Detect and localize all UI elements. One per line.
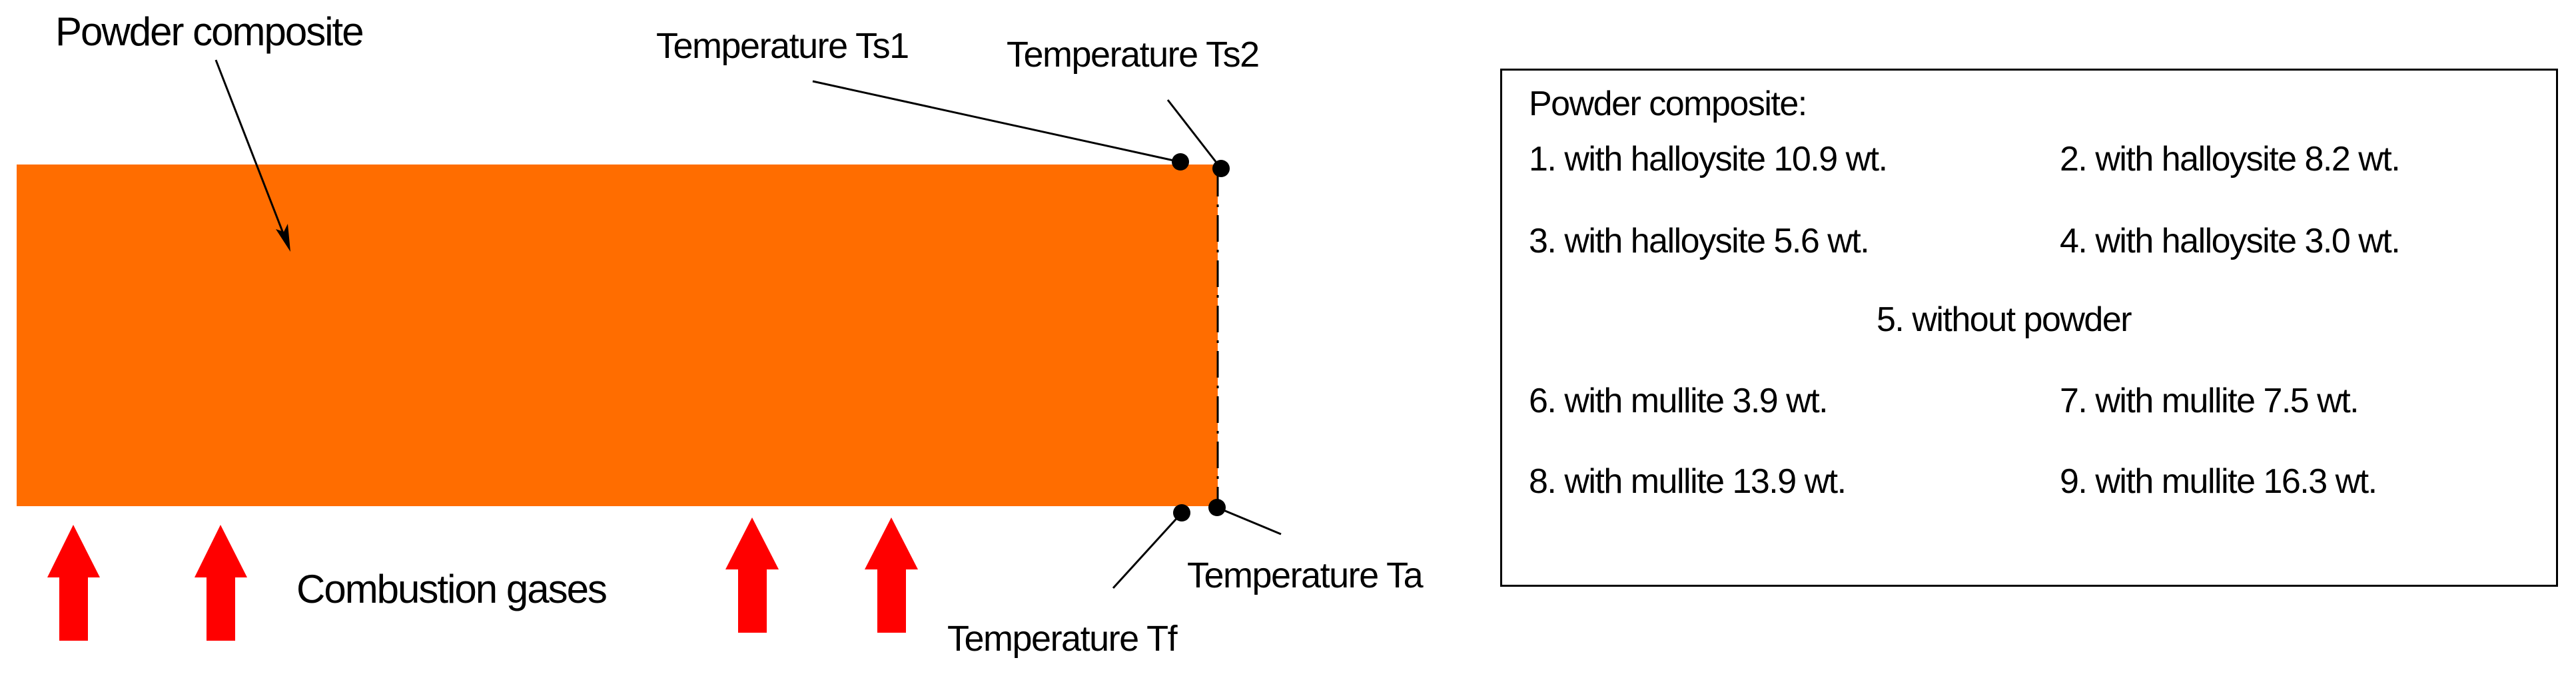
ts2-leader <box>1166 99 1222 169</box>
gas-arrow-up-icon <box>47 525 100 641</box>
legend-item: 3. with halloysite 5.6 wt. <box>1529 222 1870 260</box>
combustion-gases-label: Combustion gases <box>296 567 608 611</box>
temperature-ta-label: Temperature Ta <box>1187 555 1424 595</box>
temperature-tf-label: Temperature Tf <box>947 619 1178 659</box>
legend-item: 8. with mullite 13.9 wt. <box>1529 462 1847 501</box>
legend-item: 1. with halloysite 10.9 wt. <box>1529 140 1888 178</box>
tf-leader <box>1112 511 1183 589</box>
sensor-dot-tf <box>1173 504 1190 521</box>
legend-item: 6. with mullite 3.9 wt. <box>1529 382 1829 420</box>
legend-item: 9. with mullite 16.3 wt. <box>2060 462 2377 501</box>
legend-item: 4. with halloysite 3.0 wt. <box>2060 222 2401 260</box>
sensor-dot-ts1 <box>1172 153 1189 170</box>
arrowhead-icon <box>276 224 290 252</box>
temperature-ts2-label: Temperature Ts2 <box>1007 35 1260 75</box>
temperature-ts1-label: Temperature Ts1 <box>656 26 909 66</box>
legend-item: 5. without powder <box>1877 300 2132 339</box>
gas-arrow-up-icon <box>865 517 918 633</box>
powder-composite-slab <box>17 165 1218 506</box>
powder-composite-label: Powder composite <box>55 9 364 54</box>
legend-item: 2. with halloysite 8.2 wt. <box>2060 140 2401 178</box>
legend-box: Powder composite: 1. with halloysite 10.… <box>1500 69 2558 587</box>
ta-leader <box>1216 506 1282 535</box>
sensor-dot-ts2 <box>1212 160 1230 177</box>
legend-item: 7. with mullite 7.5 wt. <box>2060 382 2360 420</box>
gas-arrow-up-icon <box>195 525 247 641</box>
legend-title: Powder composite: <box>1529 85 1807 123</box>
sensor-dot-ta <box>1208 499 1226 516</box>
ts1-leader <box>812 80 1180 163</box>
gas-arrow-up-icon <box>725 517 779 633</box>
powder-composite-leader <box>215 59 289 246</box>
